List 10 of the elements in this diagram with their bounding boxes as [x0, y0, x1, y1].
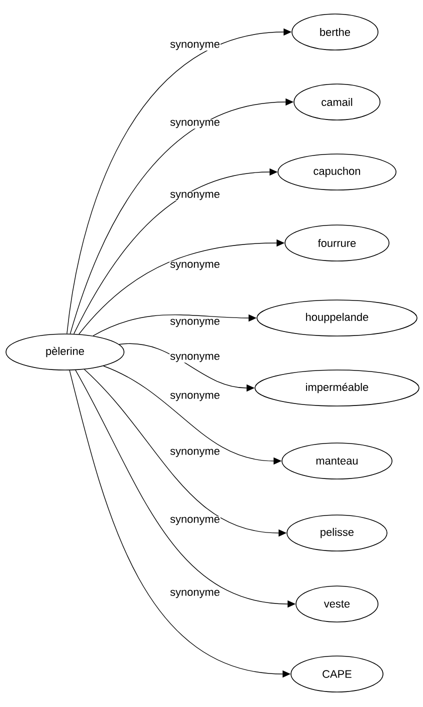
- edge-label: synonyme: [170, 448, 220, 458]
- edge-label: synonyme: [170, 191, 220, 201]
- edge-label: synonyme: [170, 261, 220, 271]
- edge-label: synonyme: [170, 516, 220, 526]
- edge-label: synonyme: [170, 353, 220, 363]
- edge-label: synonyme: [170, 589, 220, 599]
- edge-label: synonyme: [170, 392, 220, 402]
- edge-label: synonyme: [170, 119, 220, 129]
- edge-label: synonyme: [170, 41, 220, 51]
- edge-label: synonyme: [170, 318, 220, 328]
